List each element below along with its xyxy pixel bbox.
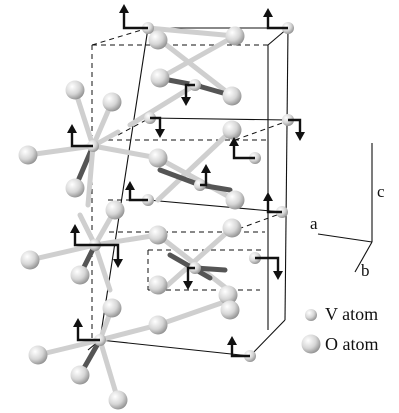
o-atom (222, 218, 242, 238)
axis-label-b: b (361, 261, 370, 280)
legend-o-atom-swatch (301, 334, 321, 354)
spin-up-arrow (73, 230, 95, 247)
axis-label-a: a (310, 214, 318, 233)
o-atom (108, 390, 128, 410)
o-atom (148, 225, 168, 245)
spin-down-arrow (288, 118, 302, 135)
spin-down-arrow (255, 256, 280, 274)
o-atom (65, 178, 85, 198)
o-atom (148, 315, 168, 335)
spin-up-arrow (266, 198, 282, 214)
spin-up-arrow (266, 14, 288, 30)
spin-up-arrow (232, 143, 255, 160)
o-atom (105, 200, 125, 220)
spin-up-arrow (122, 10, 148, 30)
spin-up-arrow (70, 130, 93, 148)
o-atom (28, 345, 48, 365)
o-atom (70, 265, 90, 285)
legend-v-label: V atom (325, 304, 378, 324)
o-atom (65, 80, 85, 100)
o-atom (222, 120, 242, 140)
legend: V atom O atom (301, 304, 379, 354)
crystal-axes (317, 143, 373, 273)
o-atoms (18, 26, 245, 410)
spin-down-arrow (186, 266, 195, 284)
o-atom (102, 298, 122, 318)
spin-up-arrow (128, 187, 148, 202)
axis-label-c: c (377, 182, 385, 201)
spin-up-arrow (76, 324, 100, 342)
spin-up-arrow (200, 170, 208, 187)
o-atom (150, 68, 170, 88)
legend-o-label: O atom (325, 334, 379, 354)
o-atom (148, 30, 168, 50)
o-atom (18, 145, 38, 165)
o-atom (222, 86, 242, 106)
bonds (25, 25, 238, 403)
o-atom (148, 148, 168, 168)
o-atom (225, 190, 245, 210)
unit-cell-dashed-edges (91, 27, 286, 340)
spin-down-arrow (150, 116, 162, 132)
o-atom (102, 92, 122, 112)
spin-up-arrow (230, 342, 250, 358)
o-atom (148, 275, 168, 295)
spin-arrowheads (67, 4, 305, 345)
o-atom (20, 250, 40, 270)
spin-down-arrow (95, 243, 120, 262)
o-atom (70, 365, 90, 385)
o-atom (225, 26, 245, 46)
spin-down-arrow (184, 83, 195, 100)
o-atom (218, 285, 238, 305)
legend-v-atom-swatch (305, 309, 317, 321)
spin-arrows (70, 10, 302, 358)
o-atom (220, 300, 240, 320)
